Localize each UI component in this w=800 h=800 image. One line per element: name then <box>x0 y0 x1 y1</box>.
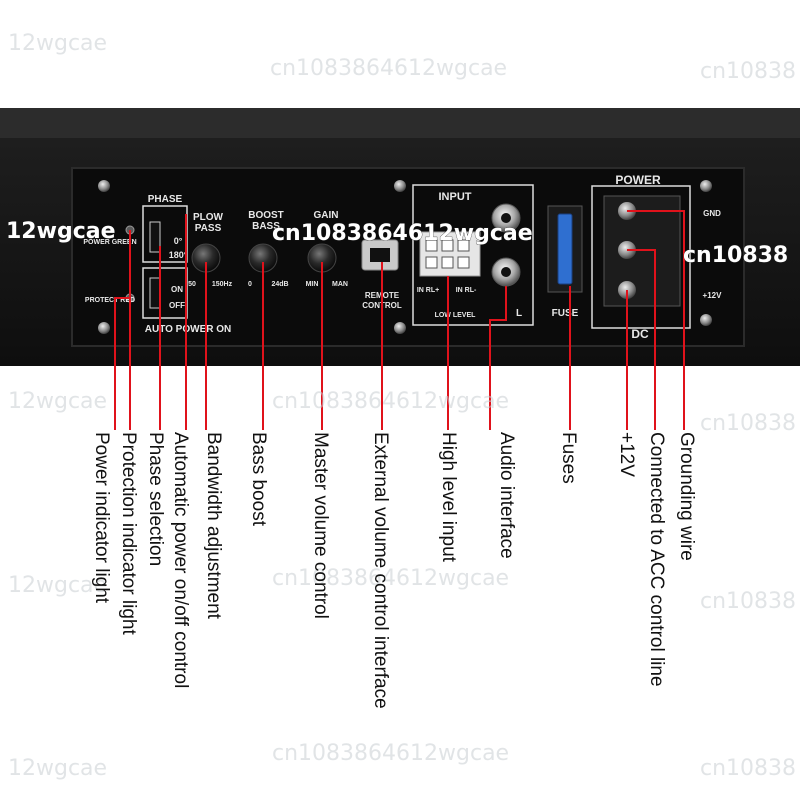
phase-switch <box>149 221 161 253</box>
screw-icon <box>98 322 110 334</box>
svg-text:cn10838: cn10838 <box>700 589 796 614</box>
callout-bass-boost: Bass boost <box>248 432 269 526</box>
svg-text:IN RL+: IN RL+ <box>417 287 439 294</box>
callout-grounding-wire: Grounding wire <box>676 432 697 561</box>
auto-power-switch <box>149 277 161 309</box>
svg-text:FUSE: FUSE <box>552 308 579 319</box>
callout-phase-selection: Phase selection <box>145 432 166 567</box>
watermarks: 12wgcae cn1083864612wgcae cn10838 12wgca… <box>6 31 796 781</box>
leader-gnd <box>627 210 685 430</box>
svg-text:PHASE: PHASE <box>148 194 183 205</box>
svg-text:cn10838: cn10838 <box>700 59 796 84</box>
leader-protect-led <box>114 297 130 430</box>
svg-text:DC: DC <box>631 327 649 341</box>
svg-text:BASS: BASS <box>252 221 280 232</box>
svg-text:12wgcae: 12wgcae <box>8 573 107 598</box>
svg-text:MIN: MIN <box>306 281 319 288</box>
svg-text:GND: GND <box>703 209 721 218</box>
screw-icon <box>394 322 406 334</box>
svg-text:cn10838: cn10838 <box>700 411 796 436</box>
svg-text:0°: 0° <box>174 236 183 246</box>
callout-power-indicator: Power indicator light <box>91 432 112 604</box>
svg-text:L: L <box>516 308 522 319</box>
svg-text:BOOST: BOOST <box>248 210 284 221</box>
svg-text:MAN: MAN <box>332 281 348 288</box>
callout-auto-power: Automatic power on/off control <box>170 432 191 689</box>
svg-text:PASS: PASS <box>195 223 222 234</box>
svg-text:+12V: +12V <box>703 291 723 300</box>
svg-text:IN RL-: IN RL- <box>456 287 477 294</box>
svg-text:cn10838: cn10838 <box>683 243 788 268</box>
screw-icon <box>700 180 712 192</box>
svg-text:180°: 180° <box>169 250 188 260</box>
high-level-connector <box>419 231 481 277</box>
svg-text:cn1083864612wgcae: cn1083864612wgcae <box>272 221 533 246</box>
svg-text:AUTO POWER ON: AUTO POWER ON <box>145 324 231 335</box>
svg-text:cn1083864612wgcae: cn1083864612wgcae <box>272 389 509 414</box>
callout-acc-line: Connected to ACC control line <box>646 432 667 687</box>
svg-text:PROTECT RED: PROTECT RED <box>85 297 135 304</box>
svg-text:12wgcae: 12wgcae <box>8 31 107 56</box>
svg-text:POWER GREEN: POWER GREEN <box>83 239 136 246</box>
callout-fuses: Fuses <box>558 432 579 484</box>
svg-text:12wgcae: 12wgcae <box>8 389 107 414</box>
callout-master-volume: Master volume control <box>310 432 331 619</box>
svg-text:50: 50 <box>188 281 196 288</box>
svg-text:OFF: OFF <box>169 301 185 310</box>
svg-text:cn1083864612wgcae: cn1083864612wgcae <box>272 741 509 766</box>
svg-text:12wgcae: 12wgcae <box>8 756 107 781</box>
svg-text:cn10838: cn10838 <box>700 756 796 781</box>
svg-text:LOW LEVEL: LOW LEVEL <box>435 312 477 319</box>
svg-text:INPUT: INPUT <box>439 191 472 203</box>
svg-text:150Hz: 150Hz <box>212 281 233 288</box>
svg-text:POWER: POWER <box>615 173 661 187</box>
svg-text:GAIN: GAIN <box>314 210 339 221</box>
svg-text:cn1083864612wgcae: cn1083864612wgcae <box>272 566 509 591</box>
screw-icon <box>394 180 406 192</box>
svg-text:0: 0 <box>248 281 252 288</box>
callout-high-level-input: High level input <box>438 432 459 562</box>
leader-audio <box>489 286 507 430</box>
callout-bandwidth: Bandwidth adjustment <box>203 432 224 619</box>
svg-text:PLOW: PLOW <box>193 212 224 223</box>
leader-acc <box>627 249 656 430</box>
callout-remote-interface: External volume control interface <box>370 432 391 709</box>
svg-text:ON: ON <box>171 285 183 294</box>
callout-plus12v: +12V <box>616 432 637 477</box>
svg-text:24dB: 24dB <box>271 281 288 288</box>
callout-audio-interface: Audio interface <box>496 432 517 559</box>
callout-protection-indicator: Protection indicator light <box>118 432 139 635</box>
screw-icon <box>700 314 712 326</box>
screw-icon <box>98 180 110 192</box>
svg-text:12wgcae: 12wgcae <box>6 219 116 244</box>
leader-lines <box>114 210 685 430</box>
fuse <box>557 213 573 285</box>
svg-text:cn1083864612wgcae: cn1083864612wgcae <box>270 56 507 81</box>
